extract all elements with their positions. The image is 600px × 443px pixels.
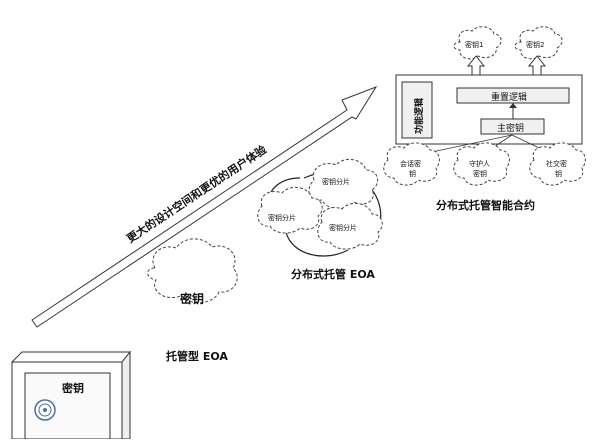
shard-cloud-1 bbox=[308, 158, 379, 209]
shard-label-1: 密钥分片 bbox=[322, 177, 350, 186]
shard-cloud-2 bbox=[257, 186, 323, 234]
safe-side bbox=[121, 350, 131, 440]
social-key-label-2: 钥 bbox=[555, 169, 562, 178]
contract-caption: 分布式托管智能合约 bbox=[436, 198, 535, 212]
shard-label-2: 密钥分片 bbox=[268, 213, 296, 222]
session-key-label-1: 会话密 bbox=[400, 159, 421, 168]
shard-ring-bottom bbox=[285, 231, 349, 257]
guardian-key-label-1: 守护人 bbox=[469, 159, 490, 168]
custodial-key-label: 密钥 bbox=[180, 291, 204, 306]
key2-label: 密钥2 bbox=[526, 40, 544, 49]
distributed-eoa: 密钥分片 密钥分片 密钥分片 分布式托管 EOA bbox=[257, 158, 383, 281]
custodial-caption: 托管型 EOA bbox=[166, 349, 228, 363]
guardian-key-cloud bbox=[453, 142, 510, 186]
distributed-caption: 分布式托管 EOA bbox=[291, 267, 375, 281]
safe-label: 密钥 bbox=[62, 381, 84, 395]
guardian-key-label-2: 密钥 bbox=[473, 169, 487, 178]
session-key-label-2: 钥 bbox=[409, 169, 416, 178]
session-key-cloud bbox=[383, 142, 440, 186]
smart-contract: 密钥1 密钥2 功能逻辑 重置逻辑 主密钥 会话密 钥 守 bbox=[383, 26, 586, 212]
social-key-label-1: 社交密 bbox=[546, 159, 567, 168]
shard-label-3: 密钥分片 bbox=[329, 223, 357, 232]
custodial-eoa: 密钥 托管型 EOA bbox=[147, 238, 238, 363]
master-to-reset-arrowhead bbox=[509, 103, 517, 108]
safe: 密钥 bbox=[10, 350, 132, 440]
key2-cloud bbox=[514, 26, 563, 60]
function-logic-box bbox=[401, 81, 433, 139]
safe-top bbox=[10, 351, 132, 363]
function-logic-label: 功能逻辑 bbox=[413, 98, 425, 134]
social-key-cloud bbox=[529, 142, 586, 186]
reset-logic-label: 重置逻辑 bbox=[491, 91, 527, 103]
key1-cloud bbox=[453, 26, 502, 60]
master-key-label: 主密钥 bbox=[497, 122, 524, 134]
custodial-key-cloud bbox=[147, 238, 238, 304]
arrow-label: 更大的设计空间和更优的用户体验 bbox=[124, 142, 270, 246]
shard-cloud-3 bbox=[317, 202, 383, 250]
dial-icon bbox=[34, 399, 56, 421]
key1-label: 密钥1 bbox=[465, 40, 483, 49]
